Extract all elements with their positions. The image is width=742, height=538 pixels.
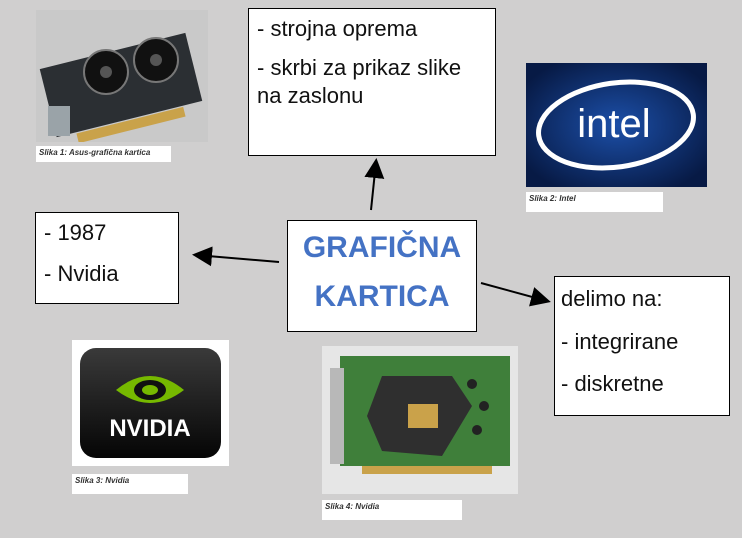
nvidia-card-image: [322, 346, 518, 494]
top-box-line-2: - skrbi za prikaz slike: [257, 54, 487, 83]
right-box-line-2: - integrirane: [561, 328, 723, 357]
nvidia-logo-text: NVIDIA: [109, 415, 190, 442]
center-title-line-2: KARTICA: [288, 270, 476, 319]
right-info-box: delimo na: - integrirane - diskretne: [554, 276, 730, 416]
top-box-line-1: - strojna oprema: [257, 15, 487, 44]
top-box-line-3: na zaslonu: [257, 82, 487, 111]
nvidia-logo-icon: NVIDIA: [72, 340, 229, 466]
nvidia-logo-image: NVIDIA: [72, 340, 229, 466]
asus-image-caption: Slika 1: Asus-grafična kartica: [36, 146, 171, 162]
right-box-line-3: - diskretne: [561, 370, 723, 399]
graphics-card-icon: [322, 346, 518, 494]
arrow-to-left: [196, 255, 279, 262]
intel-image-caption: Slika 2: Intel: [526, 192, 663, 212]
arrow-to-top: [371, 162, 376, 210]
center-title-line-1: GRAFIČNA: [288, 221, 476, 270]
intel-logo-image: intel: [526, 63, 707, 187]
graphics-card-icon: [36, 10, 208, 142]
left-box-line-2: - Nvidia: [44, 260, 170, 289]
left-info-box: - 1987 - Nvidia: [35, 212, 179, 304]
nvidia-card-caption: Slika 4: Nvidia: [322, 500, 462, 520]
left-box-line-1: - 1987: [44, 219, 170, 248]
top-info-box: - strojna oprema - skrbi za prikaz slike…: [248, 8, 496, 156]
arrow-to-right: [481, 283, 547, 301]
center-topic-box: GRAFIČNA KARTICA: [287, 220, 477, 332]
intel-logo-text: intel: [577, 102, 650, 146]
intel-logo-icon: intel: [526, 63, 707, 187]
right-box-line-1: delimo na:: [561, 285, 723, 314]
asus-card-image: [36, 10, 208, 142]
nvidia-logo-caption: Slika 3: Nvidia: [72, 474, 188, 494]
